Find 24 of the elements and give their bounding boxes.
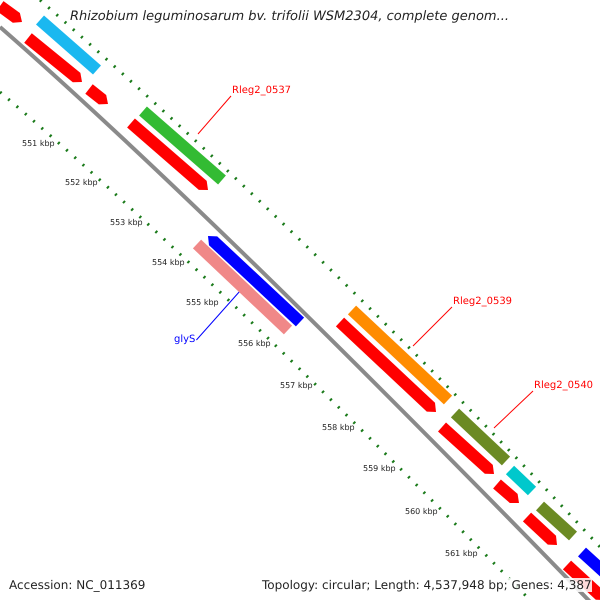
scale-label: 559 kbp	[363, 465, 396, 473]
gene-label: Rleg2_0540	[534, 381, 594, 391]
scale-label: 561 kbp	[445, 550, 478, 558]
scale-label: 560 kbp	[405, 508, 438, 516]
leader-line	[412, 306, 452, 346]
scale-label: 554 kbp	[152, 259, 185, 267]
leader-line	[494, 390, 534, 428]
scale-label: 558 kbp	[322, 424, 355, 432]
gene-label: Rleg2_0537	[232, 86, 292, 96]
scale-label: 555 kbp	[186, 299, 219, 307]
gene-label: Rleg2_0539	[453, 297, 512, 307]
scale-label: 557 kbp	[280, 382, 313, 390]
map-title: Rhizobium leguminosarum bv. trifolii WSM2304, complete genom...	[70, 10, 509, 23]
leader-line	[196, 290, 240, 340]
scale-label: 551 kbp	[22, 140, 55, 148]
scale-label: 553 kbp	[110, 219, 143, 227]
gene-bar	[450, 408, 510, 466]
gene-bar	[348, 306, 452, 404]
leader-line	[198, 96, 232, 134]
gene-label: glyS	[174, 335, 196, 345]
footer-text: Accession: NC_011369	[9, 578, 146, 592]
scale-label: 552 kbp	[65, 179, 98, 187]
gene-bar	[139, 106, 226, 184]
footer-text: Topology: circular; Length: 4,537,948 bp; Genes: 4,387	[262, 578, 592, 592]
